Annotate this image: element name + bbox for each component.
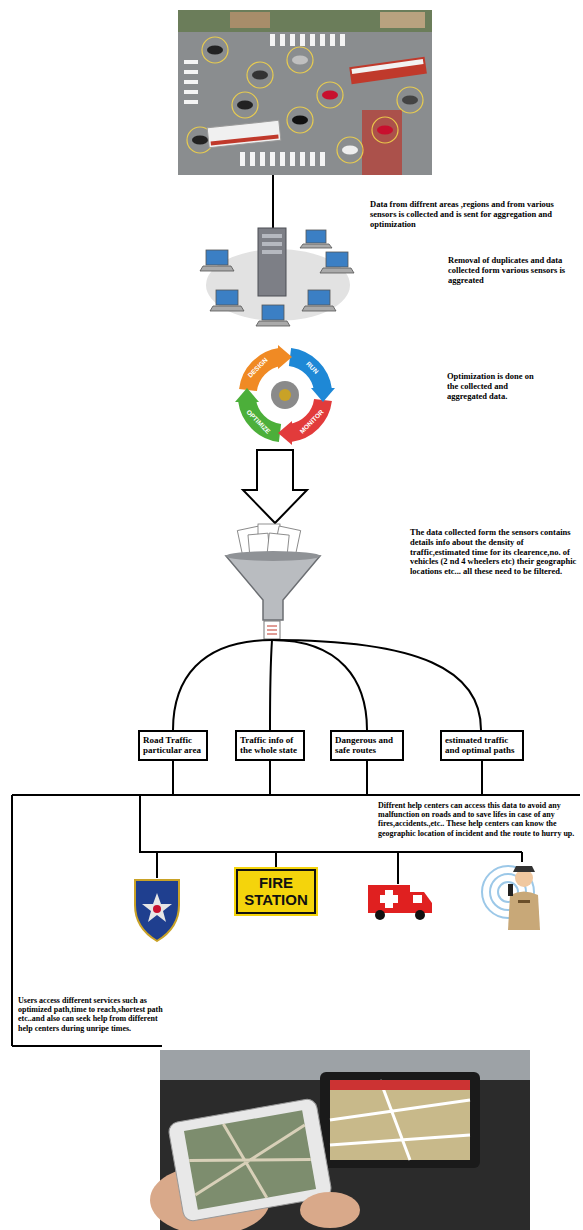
output-box: estimated traffic and optimal paths xyxy=(440,730,524,761)
output-box: Road Traffic particular area xyxy=(138,730,208,761)
node-text: Traffic info of the whole state xyxy=(240,735,300,756)
node-text: Dangerous and safe routes xyxy=(335,735,399,756)
node-text: FIRE STATION xyxy=(240,875,312,908)
node-text: Road Traffic particular area xyxy=(143,735,203,756)
output-box: Dangerous and safe routes xyxy=(330,730,404,761)
note: The data collected form the sensors cont… xyxy=(410,528,578,577)
note: Data from diffrent areas ,regions and fr… xyxy=(370,200,565,229)
fire-station-sign: FIRE STATION xyxy=(236,869,316,914)
node-text: estimated traffic and optimal paths xyxy=(445,735,519,756)
output-box: Traffic info of the whole state xyxy=(235,730,305,761)
note: Diffrent help centers can access this da… xyxy=(378,801,578,838)
note: Removal of duplicates and data collected… xyxy=(448,256,573,285)
note: Optimization is done on the collected an… xyxy=(447,372,542,401)
note: Users access different services such as … xyxy=(18,996,165,1033)
